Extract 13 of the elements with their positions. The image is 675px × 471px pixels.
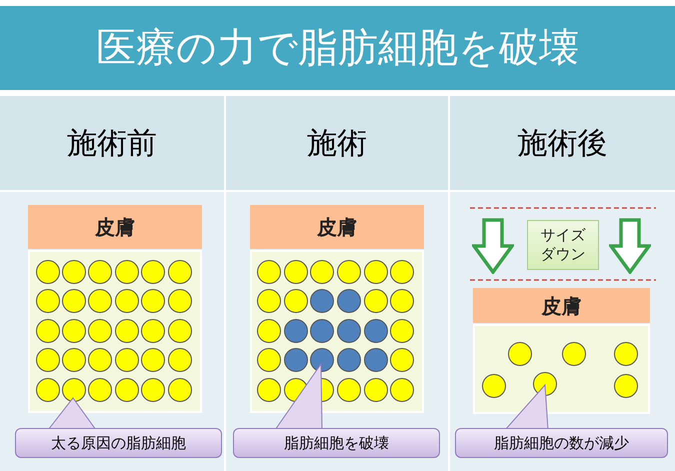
column-header: 施術	[226, 96, 448, 190]
title-banner: 医療の力で脂肪細胞を破壊	[0, 6, 675, 90]
callout-box: 脂肪細胞を破壊	[233, 428, 440, 458]
skin-layer-box: 皮膚	[473, 288, 650, 323]
column-header: 施術前	[0, 96, 224, 190]
block-arrow	[609, 218, 651, 274]
callout-box: 脂肪細胞の数が減少	[455, 428, 668, 458]
size-down-box: サイズダウン	[527, 220, 599, 270]
skin-layer-box: 皮膚	[250, 205, 424, 249]
skin-layer-box: 皮膚	[28, 205, 202, 249]
column-header: 施術後	[450, 96, 675, 190]
block-arrow	[472, 218, 514, 274]
callout-box: 太る原因の脂肪細胞	[15, 428, 222, 458]
